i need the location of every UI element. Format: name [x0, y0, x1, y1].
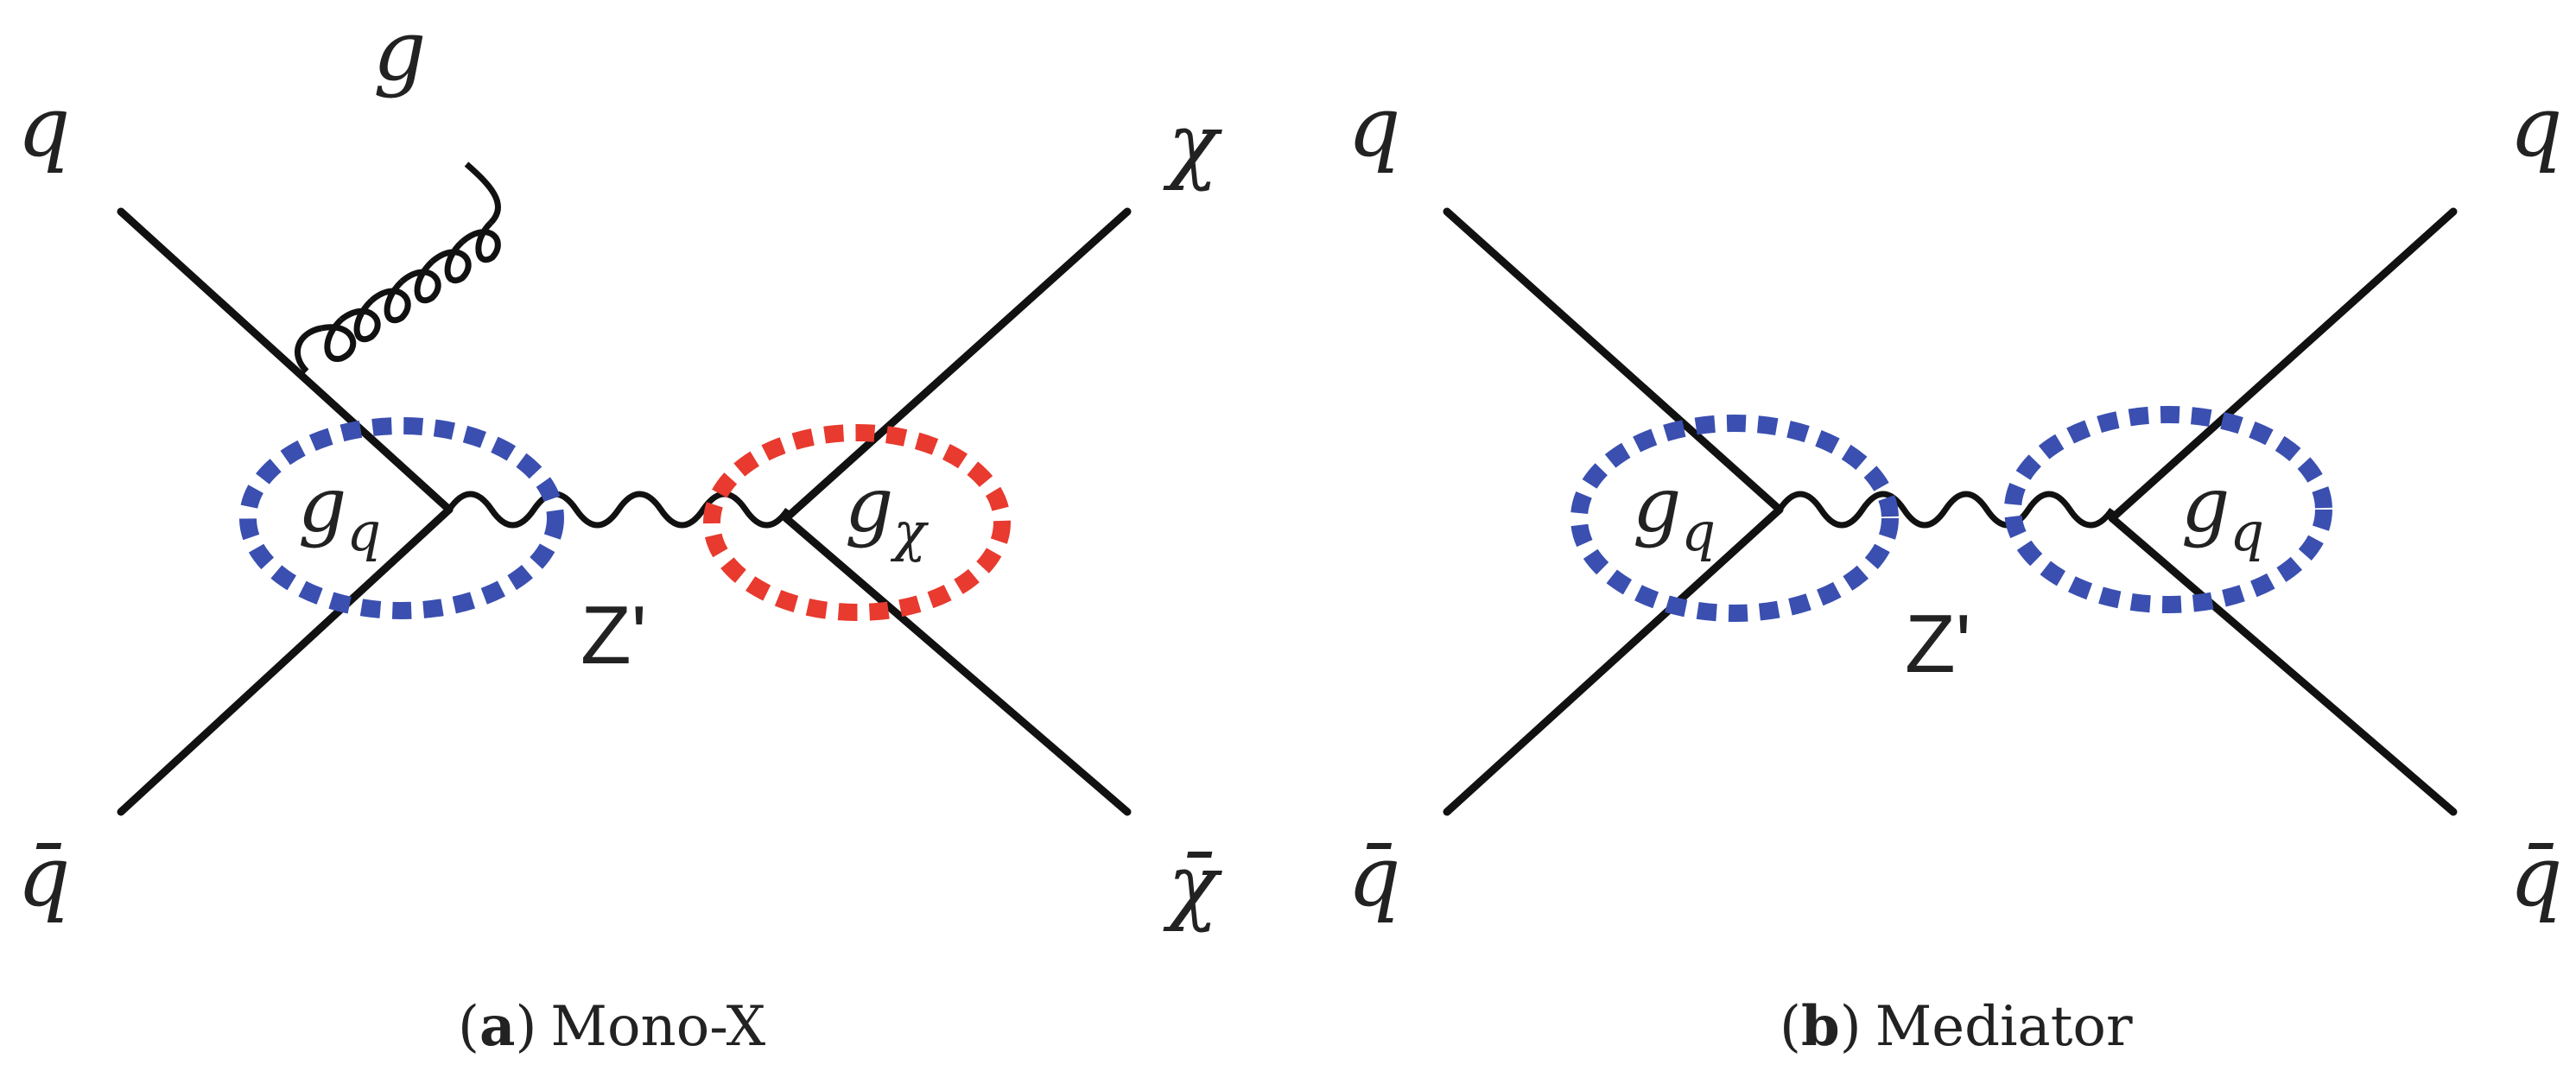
panel-a: g q q̄ χ χ̄ gq gχ Z' (a)Mono-X [17, 3, 1222, 1059]
panel-b-incoming-quark-line [1443, 207, 1784, 514]
panel-a-mediator-label: Z' [581, 589, 647, 681]
panel-b-incoming-antiquark-label: q̄ [1348, 828, 1400, 925]
panel-b-mediator-label: Z' [1905, 598, 1971, 690]
panel-a-left-coupling-subscript: q [346, 500, 381, 563]
panel-b-left-coupling-subscript: q [1681, 500, 1716, 563]
panel-a-outgoing-chi-line [782, 207, 1132, 523]
panel-a-incoming-antiquark-line [117, 505, 454, 816]
panel-b-incoming-quark-label: q [1348, 79, 1400, 175]
panel-a-gluon-line [295, 162, 501, 374]
panel-b-outgoing-quark-label: q [2509, 79, 2562, 175]
panel-a-right-coupling-label: gχ [845, 460, 929, 563]
panel-a-outgoing-antichi-line [782, 514, 1132, 816]
panel-a-right-coupling-symbol: g [845, 460, 893, 549]
panel-a-zprime-propagator [447, 491, 790, 529]
panel-a-caption-text: Mono-X [550, 995, 765, 1059]
panel-a-right-coupling-oval [703, 424, 1011, 621]
panel-a-left-coupling-oval [239, 417, 564, 619]
panel-a-outgoing-chi-label: χ [1163, 96, 1222, 193]
panel-b: q q̄ q q̄ gq gq Z' (b)Mediator [1348, 79, 2562, 1059]
panel-a-left-coupling-symbol: g [298, 460, 346, 549]
panel-a-caption: (a)Mono-X [458, 994, 766, 1059]
panel-b-right-coupling-oval [2004, 406, 2332, 613]
panel-b-outgoing-antiquark-label: q̄ [2509, 828, 2562, 925]
panel-a-incoming-quark-label: q [17, 79, 70, 175]
panel-b-left-coupling-label: gq [1633, 460, 1716, 563]
panel-b-caption: (b)Mediator [1780, 994, 2133, 1059]
panel-b-outgoing-quark-line [2108, 207, 2458, 523]
panel-a-gluon-label: g [373, 3, 426, 99]
panel-a-left-coupling-label: gq [298, 460, 381, 563]
panel-b-left-coupling-symbol: g [1633, 460, 1681, 549]
panel-a-right-coupling-subscript: χ [890, 500, 929, 563]
panel-b-zprime-propagator [1777, 491, 2115, 529]
panel-b-right-coupling-symbol: g [2181, 460, 2230, 549]
panel-a-caption-tag: a [479, 994, 515, 1059]
panel-b-caption-text: Mediator [1875, 995, 2133, 1059]
panel-a-outgoing-antichi-label: χ̄ [1163, 837, 1222, 934]
panel-a-incoming-antiquark-label: q̄ [17, 828, 70, 925]
panel-b-left-coupling-oval [1570, 415, 1899, 622]
panel-b-incoming-antiquark-line [1443, 505, 1784, 816]
panel-b-outgoing-antiquark-line [2108, 514, 2458, 816]
panel-a-incoming-quark-line [117, 207, 454, 514]
panel-b-right-coupling-label: gq [2181, 460, 2264, 563]
panel-b-caption-tag: b [1801, 994, 1840, 1059]
panel-b-right-coupling-subscript: q [2230, 500, 2264, 563]
